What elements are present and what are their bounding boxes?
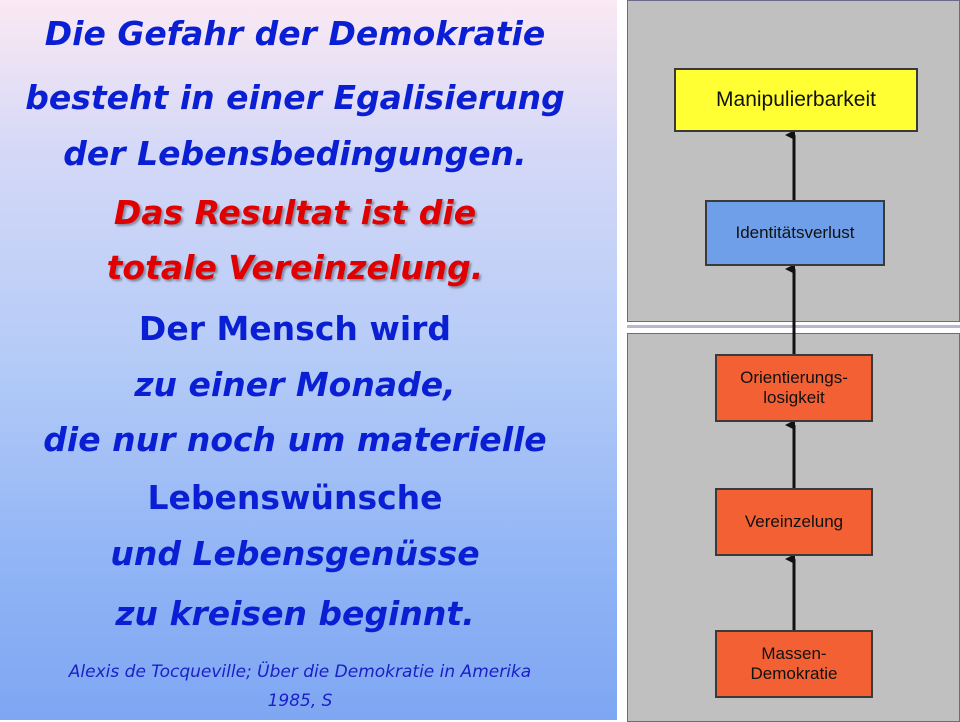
citation-line-2: 1985, S [267, 691, 333, 711]
box-vereinzelung-label: Vereinzelung [744, 512, 844, 532]
quote-line-2: besteht in einer Egalisierung [25, 78, 565, 117]
citation-line-1: Alexis de Tocqueville; Über die Demokrat… [68, 662, 532, 682]
flow-arrows [785, 130, 796, 630]
box-orientierung-label-2: losigkeit [763, 388, 825, 407]
box-identitaetsverlust: Identitätsverlust [705, 200, 885, 266]
box-manipulierbarkeit: Manipulierbarkeit [674, 68, 918, 132]
box-orientierungslosigkeit: Orientierungs- losigkeit [715, 354, 873, 422]
quote-line-4-highlight: Das Resultat ist die [113, 193, 477, 232]
box-massendemokratie: Massen- Demokratie [715, 630, 873, 698]
flow-diagram: Manipulierbarkeit Identitätsverlust Orie… [617, 0, 960, 722]
box-manipulierbarkeit-label: Manipulierbarkeit [716, 87, 876, 111]
box-identitaetsverlust-label: Identitätsverlust [735, 223, 855, 243]
quote-line-1: Die Gefahr der Demokratie [44, 14, 546, 53]
quote-line-11: zu kreisen beginnt. [115, 594, 475, 633]
box-orientierung-label-1: Orientierungs- [740, 368, 848, 388]
box-masse-label-1: Massen- [761, 644, 827, 664]
box-masse-label-2: Demokratie [750, 664, 838, 683]
quote-line-10: und Lebensgenüsse [110, 534, 480, 573]
quote-line-9: Lebenswünsche [147, 478, 443, 517]
box-vereinzelung: Vereinzelung [715, 488, 873, 556]
quote-line-7: zu einer Monade, [134, 365, 456, 404]
quote-panel: Die Gefahr der Demokratie besteht in ein… [0, 0, 617, 720]
quote-line-8: die nur noch um materielle [43, 420, 547, 459]
quote-line-3: der Lebensbedingungen. [63, 134, 527, 173]
quote-line-5-highlight: totale Vereinzelung. [106, 248, 484, 287]
quote-line-6: Der Mensch wird [138, 309, 452, 348]
